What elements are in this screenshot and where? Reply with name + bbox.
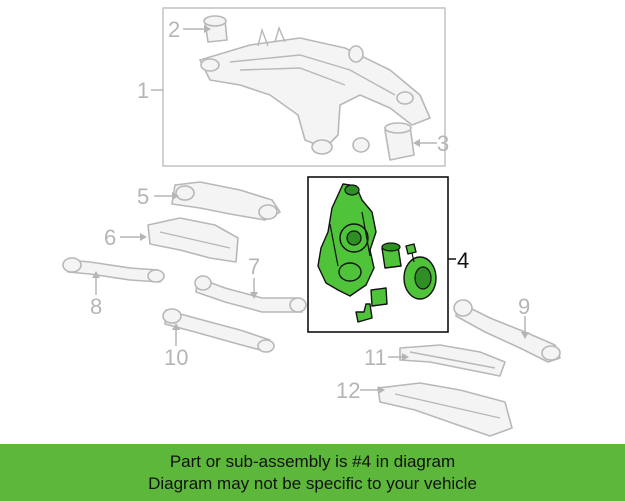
callout-12[interactable]: 12 xyxy=(336,378,360,403)
part-9-arm[interactable] xyxy=(453,299,561,363)
subframe-box xyxy=(162,7,446,167)
callout-4[interactable]: 4 xyxy=(457,248,469,273)
callout-6[interactable]: 6 xyxy=(104,225,116,250)
info-banner: Part or sub-assembly is #4 in diagram Di… xyxy=(0,444,625,501)
part-11-brace[interactable] xyxy=(399,344,506,377)
part-2-bushing[interactable] xyxy=(203,15,228,43)
callout-3[interactable]: 3 xyxy=(437,131,449,156)
callout-10[interactable]: 10 xyxy=(164,345,188,370)
part-12-heat-shield[interactable] xyxy=(377,382,513,437)
callout-5[interactable]: 5 xyxy=(137,184,149,209)
part-3-mount[interactable] xyxy=(384,122,415,161)
callout-7[interactable]: 7 xyxy=(248,254,260,279)
callout-1[interactable]: 1 xyxy=(137,78,149,103)
banner-line-1: Part or sub-assembly is #4 in diagram xyxy=(169,451,456,471)
part-8-lateral-link[interactable] xyxy=(62,257,165,283)
callout-8[interactable]: 8 xyxy=(90,294,102,319)
parts-diagram: 2 1 3 5 6 4 7 8 9 10 11 12 xyxy=(62,7,561,437)
part-1-subframe[interactable] xyxy=(199,25,431,155)
part-4-knuckle-assembly[interactable] xyxy=(317,183,437,323)
callout-11[interactable]: 11 xyxy=(364,345,387,370)
callout-2[interactable]: 2 xyxy=(168,17,180,42)
part-4-box xyxy=(307,176,449,333)
callout-9[interactable]: 9 xyxy=(518,294,530,319)
part-6-shield[interactable] xyxy=(147,217,239,263)
banner-line-2: Diagram may not be specific to your vehi… xyxy=(148,473,477,493)
part-5-control-arm[interactable] xyxy=(171,181,281,221)
part-7-toe-link[interactable] xyxy=(194,275,307,313)
